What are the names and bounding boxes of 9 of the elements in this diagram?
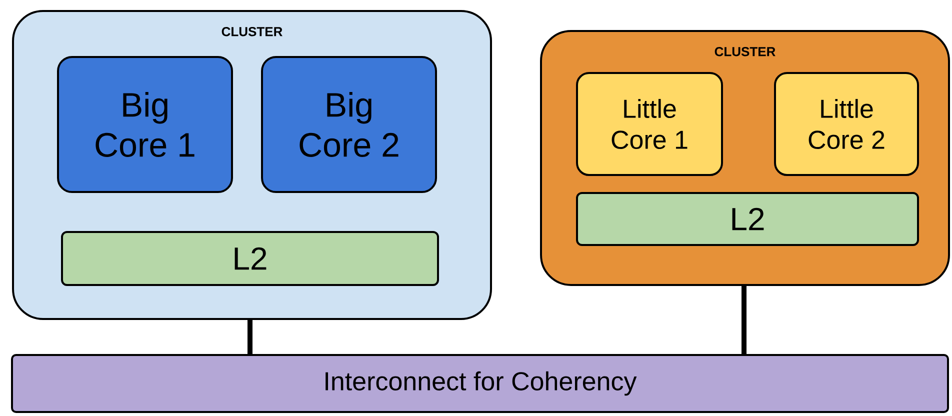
cache-bar: L2 xyxy=(576,192,919,246)
core-box: Little Core 2 xyxy=(774,72,919,176)
core-box: Big Core 2 xyxy=(261,56,437,193)
core-box: Big Core 1 xyxy=(57,56,233,193)
interconnect-bar: Interconnect for Coherency xyxy=(11,354,949,413)
connector-line xyxy=(742,286,746,354)
connector-line xyxy=(248,320,252,354)
cache-bar: L2 xyxy=(61,231,439,286)
core-box: Little Core 1 xyxy=(576,72,723,176)
